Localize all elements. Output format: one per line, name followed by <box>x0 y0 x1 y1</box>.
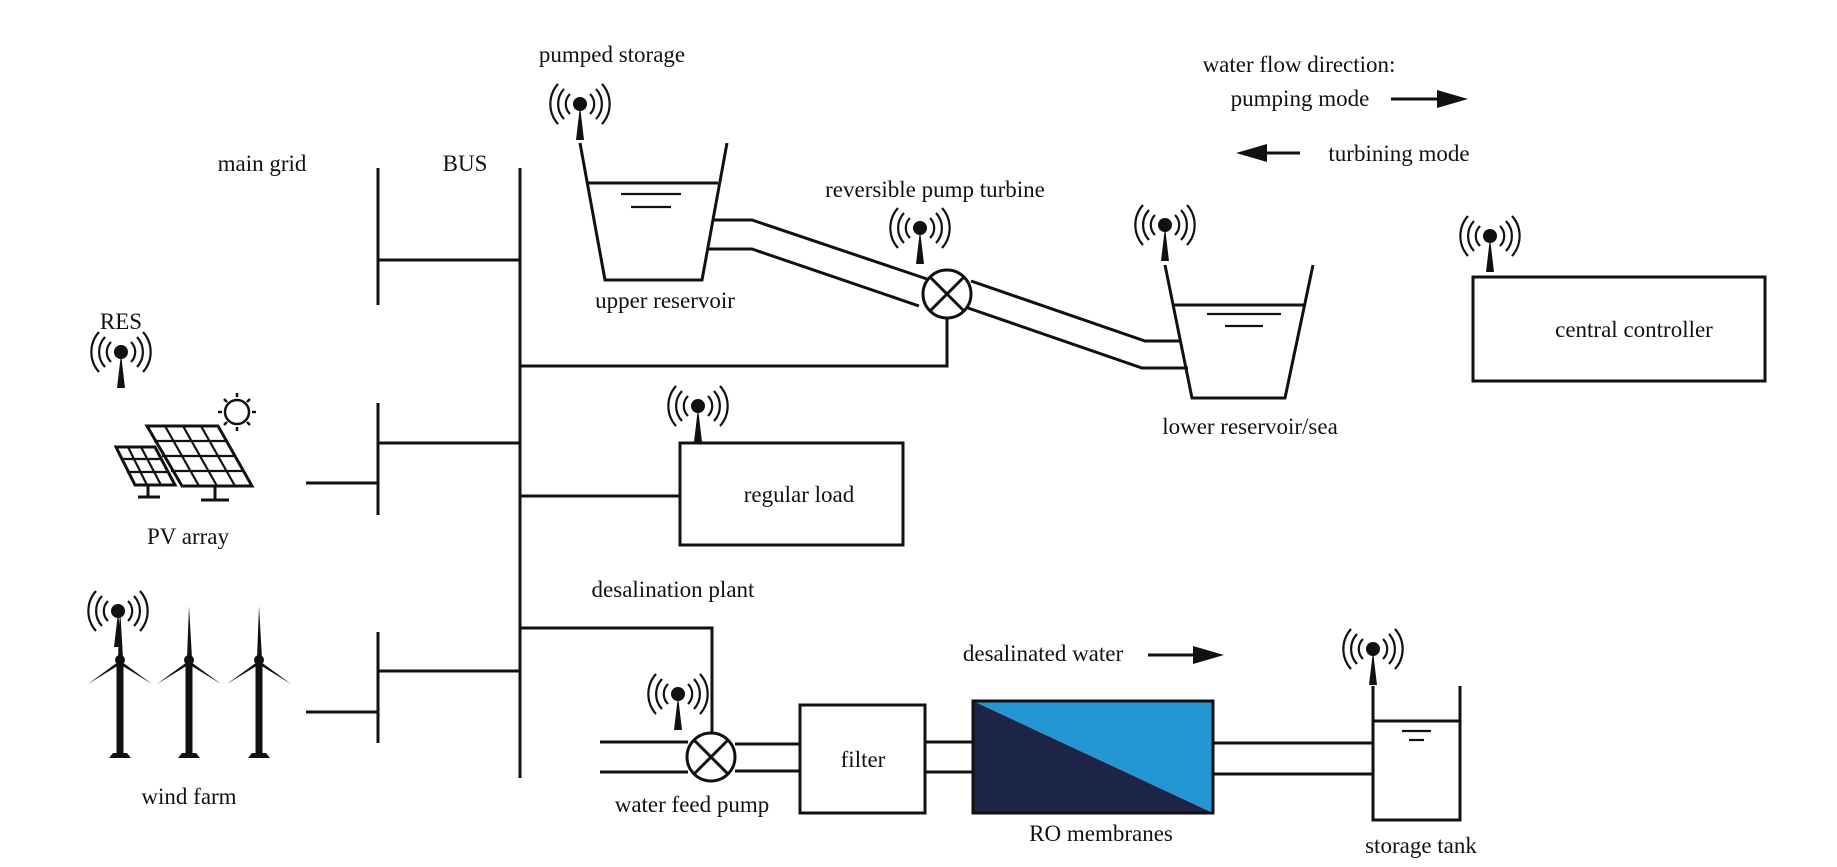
solar-panel-icon <box>113 424 255 502</box>
pv-array-label: PV array <box>147 524 229 549</box>
wind-turbine-icon <box>227 606 291 758</box>
turbining-mode-label: turbining mode <box>1328 141 1469 166</box>
central-controller-box <box>1471 275 1767 383</box>
antenna-icon <box>87 589 149 649</box>
flow-legend-title: water flow direction: <box>1203 52 1396 77</box>
antenna-icon <box>647 672 709 732</box>
desalination-plant-label: desalination plant <box>592 577 755 602</box>
pumped-storage-label: pumped storage <box>539 42 685 67</box>
lower-reservoir-label: lower reservoir/sea <box>1162 414 1338 439</box>
wind-turbine-icon <box>157 606 221 758</box>
penstock-lower-top <box>970 279 1180 343</box>
water-feed-pump-label: water feed pump <box>615 792 770 817</box>
upper-reservoir-label: upper reservoir <box>595 288 735 313</box>
bus-label: BUS <box>443 151 488 176</box>
arrow-right-icon <box>1391 90 1468 108</box>
central-controller-label: central controller <box>1555 317 1713 342</box>
arrow-right-icon <box>1148 646 1224 664</box>
penstock-upper-bottom <box>707 247 920 308</box>
desalination-bus-connection <box>520 626 714 733</box>
filter-box <box>798 703 927 815</box>
pump-turbine-bus-connection <box>520 318 949 368</box>
penstock-lower-bottom <box>967 306 1188 370</box>
antenna-icon <box>667 384 729 444</box>
regular-load-box <box>678 441 905 547</box>
antenna-icon <box>1342 627 1404 687</box>
sun-icon <box>218 393 256 431</box>
antenna-icon <box>90 330 152 390</box>
desalinated-water-label: desalinated water <box>963 641 1124 666</box>
antenna-icon <box>1459 214 1521 274</box>
ro-membranes-label: RO membranes <box>1029 821 1173 846</box>
antenna-icon <box>889 206 951 266</box>
arrow-left-icon <box>1236 144 1300 162</box>
penstock-upper-top <box>712 218 931 282</box>
res-label: RES <box>100 309 142 334</box>
upper-reservoir <box>578 142 729 282</box>
antenna-icon <box>1134 203 1196 263</box>
reversible-pump-turbine-label: reversible pump turbine <box>825 177 1045 202</box>
storage-tank-label: storage tank <box>1365 833 1477 858</box>
filter-label: filter <box>841 747 886 772</box>
antenna-icon <box>549 82 611 142</box>
wind-farm-label: wind farm <box>141 784 236 809</box>
regular-load-label: regular load <box>744 482 855 507</box>
pump-valve-icon <box>685 731 737 783</box>
main-grid-label: main grid <box>218 151 307 176</box>
storage-tank <box>1371 686 1462 822</box>
pump-valve-icon <box>921 268 973 320</box>
lower-reservoir <box>1163 264 1315 400</box>
pumping-mode-label: pumping mode <box>1231 86 1370 111</box>
ro-membranes <box>971 699 1215 815</box>
